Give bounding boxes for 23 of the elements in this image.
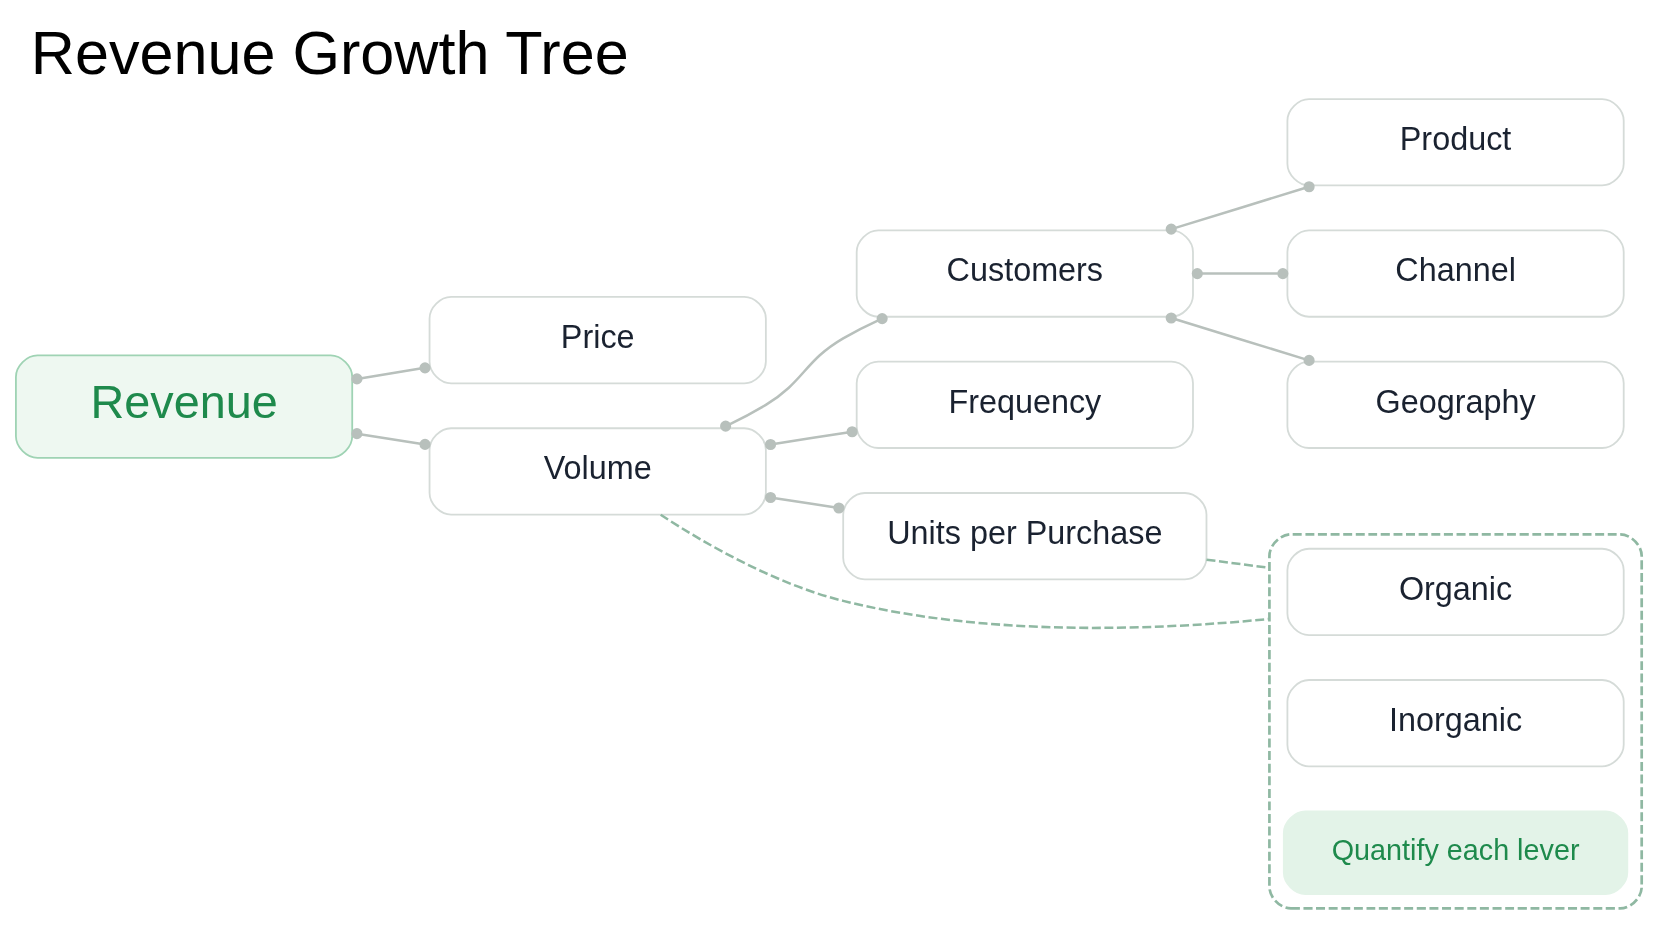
node-box: Inorganic [1286, 679, 1625, 768]
node-box: Product [1286, 98, 1625, 187]
node-box: Organic [1286, 547, 1625, 636]
node-box: Price [428, 296, 767, 385]
node-box: Frequency [855, 360, 1194, 449]
node-box: Units per Purchase [842, 492, 1208, 581]
connector [765, 491, 845, 514]
diagram-title: Revenue Growth Tree [30, 19, 629, 88]
connector [765, 426, 858, 451]
connector [351, 362, 431, 385]
node-box: Customers [855, 229, 1194, 318]
node-box: Geography [1286, 360, 1625, 449]
connector [1191, 268, 1289, 280]
connector [351, 428, 431, 450]
node-box: Volume [428, 427, 767, 516]
connector [660, 513, 1270, 630]
connector [720, 313, 888, 432]
node-box: Channel [1286, 229, 1625, 318]
connector [1165, 312, 1315, 366]
node-box: Quantify each lever [1282, 810, 1629, 895]
connector [1165, 181, 1315, 235]
node-box: Revenue [15, 354, 354, 459]
cluster [1268, 533, 1644, 910]
